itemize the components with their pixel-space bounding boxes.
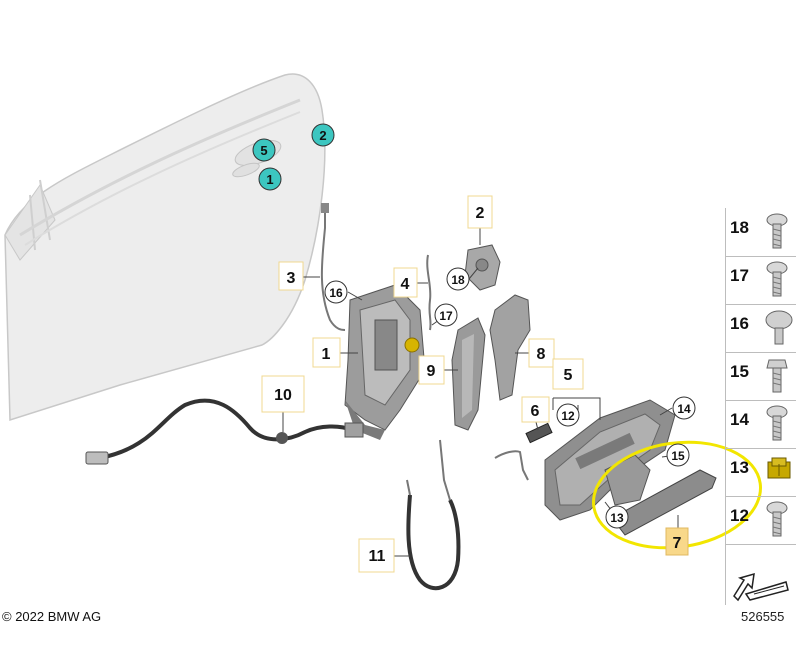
svg-text:16: 16 [329, 286, 343, 300]
svg-text:8: 8 [537, 346, 546, 363]
striker-part [464, 244, 501, 291]
door-panel [4, 73, 326, 422]
svg-text:13: 13 [610, 511, 624, 525]
sensor-part-6 [494, 422, 553, 481]
legend-number: 18 [730, 218, 749, 237]
svg-text:17: 17 [439, 309, 453, 323]
handle-carrier-part [544, 399, 676, 521]
legend-row-18: 18 [726, 208, 796, 257]
svg-text:11: 11 [369, 548, 386, 565]
svg-text:12: 12 [561, 409, 575, 423]
callout-2: 2 [467, 195, 493, 229]
document-number: 526555 [741, 609, 785, 624]
screw-icon [766, 405, 788, 441]
callout-8: 8 [528, 338, 555, 368]
callout-5: 5 [552, 358, 584, 390]
circle-label-18: 18 [446, 267, 470, 291]
svg-text:1: 1 [322, 346, 331, 363]
circle-label-17: 17 [434, 303, 458, 327]
svg-text:5: 5 [260, 143, 267, 158]
callout-3: 3 [278, 261, 304, 291]
door-lock-part [344, 284, 426, 440]
legend-row-16: 16 [726, 304, 796, 353]
callout-9: 9 [418, 355, 445, 385]
rod-part-4 [426, 254, 432, 331]
svg-text:9: 9 [427, 363, 436, 380]
legend-row-15: 15 [726, 352, 796, 401]
svg-text:1: 1 [266, 172, 273, 187]
legend-number: 16 [730, 314, 749, 333]
svg-text:15: 15 [671, 449, 685, 463]
legend-row-13: 13 [726, 448, 796, 497]
svg-text:2: 2 [319, 128, 326, 143]
legend-row-12: 12 [726, 496, 796, 545]
cable-part-11 [406, 439, 461, 591]
callout-1: 1 [312, 337, 341, 368]
svg-text:10: 10 [274, 387, 292, 404]
legend-number: 15 [730, 362, 749, 381]
door-marker-1: 1 [258, 167, 282, 191]
legend-number: 14 [730, 410, 749, 429]
svg-text:5: 5 [564, 367, 573, 384]
legend-row-14: 14 [726, 400, 796, 449]
door-marker-2: 2 [311, 123, 335, 147]
handle-part-7 [604, 454, 717, 536]
svg-text:4: 4 [401, 276, 410, 293]
svg-text:6: 6 [531, 403, 540, 420]
circle-label-14: 14 [672, 396, 696, 420]
svg-text:3: 3 [287, 270, 296, 287]
callout-10: 10 [261, 375, 305, 413]
svg-text:14: 14 [677, 402, 691, 416]
legend-number: 17 [730, 266, 749, 285]
screw-icon [766, 261, 788, 297]
bracket-part-9 [451, 317, 486, 431]
circle-label-13: 13 [605, 505, 629, 529]
legend-row-17: 17 [726, 256, 796, 305]
callout-7: 7 [665, 527, 689, 556]
screw-icon [766, 213, 788, 249]
legend-number: 12 [730, 506, 749, 525]
legend-number: 13 [730, 458, 749, 477]
svg-text:18: 18 [451, 273, 465, 287]
callout-11: 11 [358, 538, 395, 573]
circle-label-16: 16 [324, 280, 348, 304]
callout-6: 6 [521, 396, 550, 423]
copyright-text: © 2022 BMW AG [2, 609, 102, 624]
screw-icon [766, 359, 788, 393]
circle-label-15: 15 [666, 443, 690, 467]
cable-part-10 [85, 398, 364, 465]
legend-direction-arrow [726, 560, 796, 604]
circle-label-12: 12 [556, 403, 580, 427]
door-marker-5: 5 [252, 138, 276, 162]
svg-text:2: 2 [476, 205, 485, 222]
screw-icon [766, 501, 788, 537]
rod-part [320, 205, 346, 331]
screw-icon [765, 310, 793, 345]
arrow-icon [733, 572, 789, 602]
fastener-legend: 18 17 16 15 14 [725, 208, 796, 605]
bracket-part-8 [489, 294, 531, 401]
callout-4: 4 [393, 267, 418, 298]
clip-nut-icon [767, 457, 791, 479]
svg-text:7: 7 [673, 535, 682, 552]
